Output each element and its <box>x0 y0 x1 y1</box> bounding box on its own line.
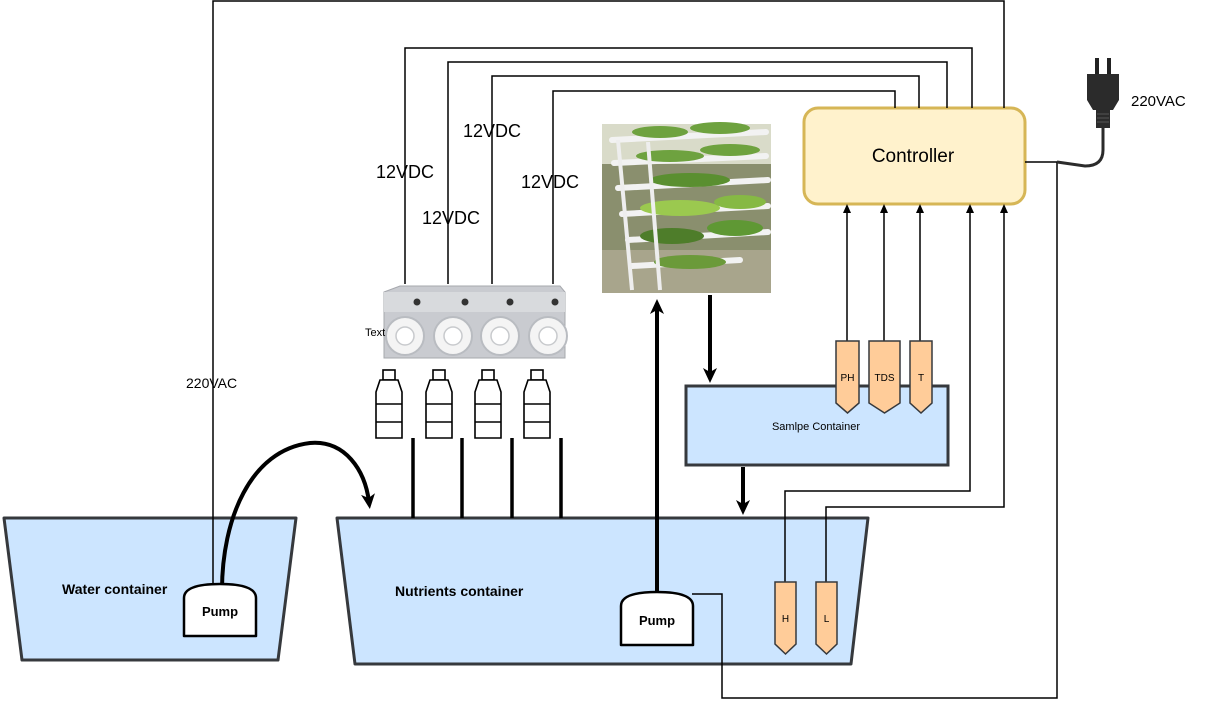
tds-sensor-label: TDS <box>875 373 895 384</box>
tds-sensor: TDS <box>868 340 901 414</box>
pump-2-voltage-label: 12VDC <box>422 208 480 228</box>
nutrients-container-label: Nutrients container <box>395 583 524 599</box>
controller-label: Controller <box>872 146 955 167</box>
pump-3-voltage-label: 12VDC <box>463 121 521 141</box>
temperature-sensor: T <box>909 340 933 415</box>
pump-4-voltage-label: 12VDC <box>521 172 579 192</box>
dc-wire-pump-4 <box>552 90 896 284</box>
temperature-sensor-label: T <box>918 373 924 384</box>
pump-1-voltage-label: 12VDC <box>376 162 434 182</box>
l-lead <box>825 204 1008 582</box>
sample-container: Samlpe Container <box>684 384 950 467</box>
high-level-sensor-label: H <box>782 614 789 625</box>
dc-wire-pump-1 <box>404 47 973 284</box>
ph-sensor: PH <box>835 340 860 414</box>
power-plug-icon <box>1056 58 1119 168</box>
pump-bank-text: Text <box>365 327 385 339</box>
water-container-label: Water container <box>62 581 168 597</box>
bottle-icon <box>375 369 403 439</box>
h-lead <box>784 204 974 582</box>
controller: Controller <box>802 106 1027 206</box>
peristaltic-pump-icon: Text <box>365 285 568 359</box>
bottle-icon <box>425 369 453 439</box>
high-level-sensor: H <box>774 581 797 656</box>
bottle-icon <box>474 369 502 439</box>
flow-arrows <box>220 295 750 592</box>
ac-wire-water-pump <box>212 0 1005 584</box>
nutrients-container: Nutrients container <box>335 516 870 666</box>
bottle-icon <box>523 369 551 439</box>
hydroponic-tower-icon <box>602 122 771 293</box>
low-level-sensor: L <box>815 581 838 656</box>
dc-wire-pump-2 <box>447 61 948 284</box>
ac-wire-plug <box>692 161 1058 699</box>
sample-container-label: Samlpe Container <box>772 421 860 433</box>
dosing-lines <box>411 438 563 518</box>
water-pump: Pump <box>182 582 258 638</box>
low-level-sensor-label: L <box>824 614 830 625</box>
nutrients-pump: Pump <box>619 590 695 647</box>
nutrients-pump-label: Pump <box>639 613 675 628</box>
ph-sensor-label: PH <box>841 373 855 384</box>
dc-wire-pump-3 <box>491 75 920 284</box>
water-pump-voltage-label: 220VAC <box>186 375 237 391</box>
water-pump-label: Pump <box>202 604 238 619</box>
water-transfer-arrow <box>220 440 375 591</box>
bottles <box>375 369 551 439</box>
wiring <box>212 0 1058 699</box>
plug-voltage-label: 220VAC <box>1131 93 1186 110</box>
